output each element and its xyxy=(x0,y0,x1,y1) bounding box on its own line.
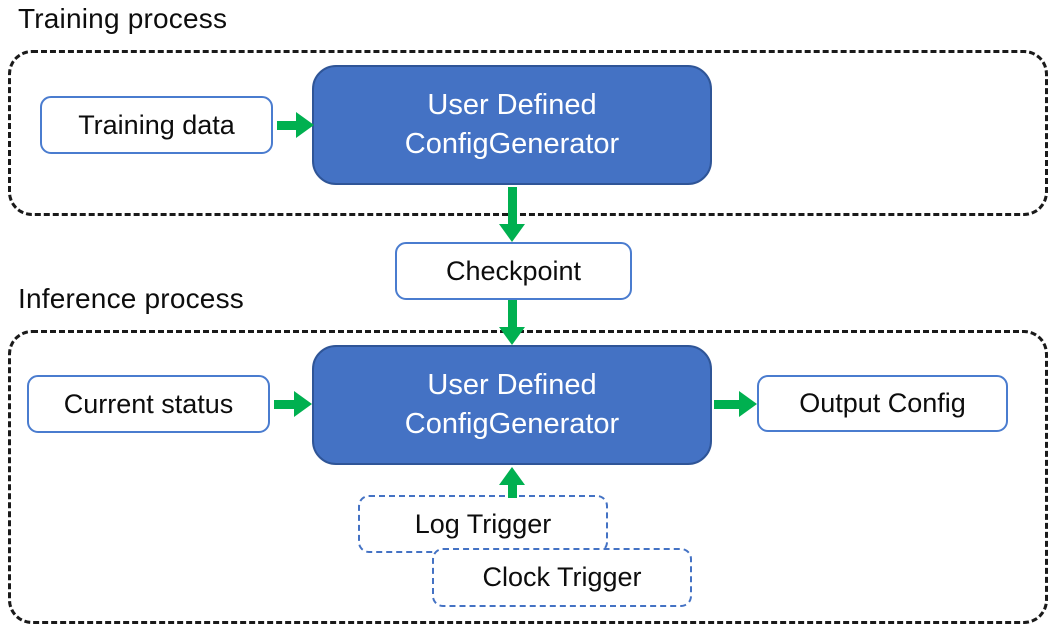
arrow-shaft xyxy=(508,300,517,328)
clock-trigger-node: Clock Trigger xyxy=(432,548,692,607)
inference-process-container xyxy=(8,330,1048,624)
training-data-node: Training data xyxy=(40,96,273,154)
inference-config-generator-line1: User Defined xyxy=(427,369,597,401)
inference-config-generator-line2: ConfigGenerator xyxy=(404,408,620,440)
log-trigger-node: Log Trigger xyxy=(358,495,608,553)
output-config-node: Output Config xyxy=(757,375,1008,432)
current-status-node: Current status xyxy=(27,375,270,433)
checkpoint-node: Checkpoint xyxy=(395,242,632,300)
training-process-label: Training process xyxy=(18,3,228,34)
inference-process-label: Inference process xyxy=(18,283,244,314)
training-config-generator-line2: ConfigGenerator xyxy=(404,128,620,160)
training-process-container xyxy=(8,50,1048,216)
inference-config-generator-node: User Defined ConfigGenerator xyxy=(312,345,712,465)
training-config-generator-line1: User Defined xyxy=(427,89,597,121)
arrow-head-down-icon xyxy=(499,224,525,242)
training-config-generator-node: User Defined ConfigGenerator xyxy=(312,65,712,185)
